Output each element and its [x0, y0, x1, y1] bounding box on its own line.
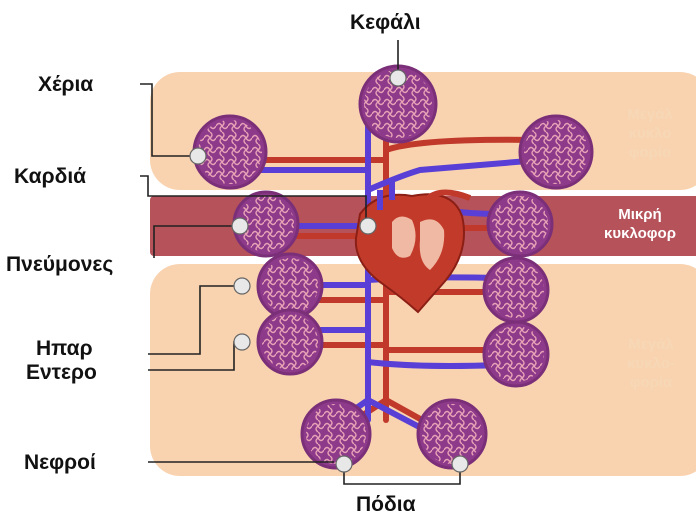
zone-label-minor: Μικρή κυκλοφορ	[584, 206, 696, 244]
marker-head	[390, 70, 406, 86]
marker-lungs	[232, 218, 248, 234]
zone-label-lower-major-line-1: Μεγάλ	[606, 336, 696, 355]
label-arms: Χέρια	[38, 74, 93, 95]
zone-label-lower-major-line-2: κυκλο-	[606, 355, 696, 374]
zone-label-upper-major: Μεγάλ κυκλο φορίο	[604, 106, 696, 162]
marker-leg-left	[336, 456, 352, 472]
marker-leg-right	[452, 456, 468, 472]
zone-label-lower-major-line-3: φορία	[606, 374, 696, 393]
zone-label-minor-line-2: κυκλοφορ	[584, 225, 696, 244]
label-kidneys: Νεφροί	[24, 452, 96, 473]
zone-label-minor-line-1: Μικρή	[584, 206, 696, 225]
label-head: Κεφάλι	[350, 12, 421, 33]
zone-label-upper-major-line-1: Μεγάλ	[604, 106, 696, 125]
label-gut: Εντερο	[26, 362, 97, 383]
zone-label-upper-major-line-2: κυκλο	[604, 125, 696, 144]
marker-arms	[190, 148, 206, 164]
marker-gut	[234, 334, 250, 350]
zone-label-upper-major-line-3: φορίο	[604, 144, 696, 163]
label-heart: Καρδιά	[14, 166, 86, 187]
label-liver: Ηπαρ	[36, 338, 93, 359]
marker-heart	[360, 218, 376, 234]
label-legs: Πόδια	[356, 494, 415, 515]
zone-label-lower-major: Μεγάλ κυκλο- φορία	[606, 336, 696, 392]
marker-liver	[234, 278, 250, 294]
label-lungs: Πνεύμονες	[6, 254, 113, 275]
